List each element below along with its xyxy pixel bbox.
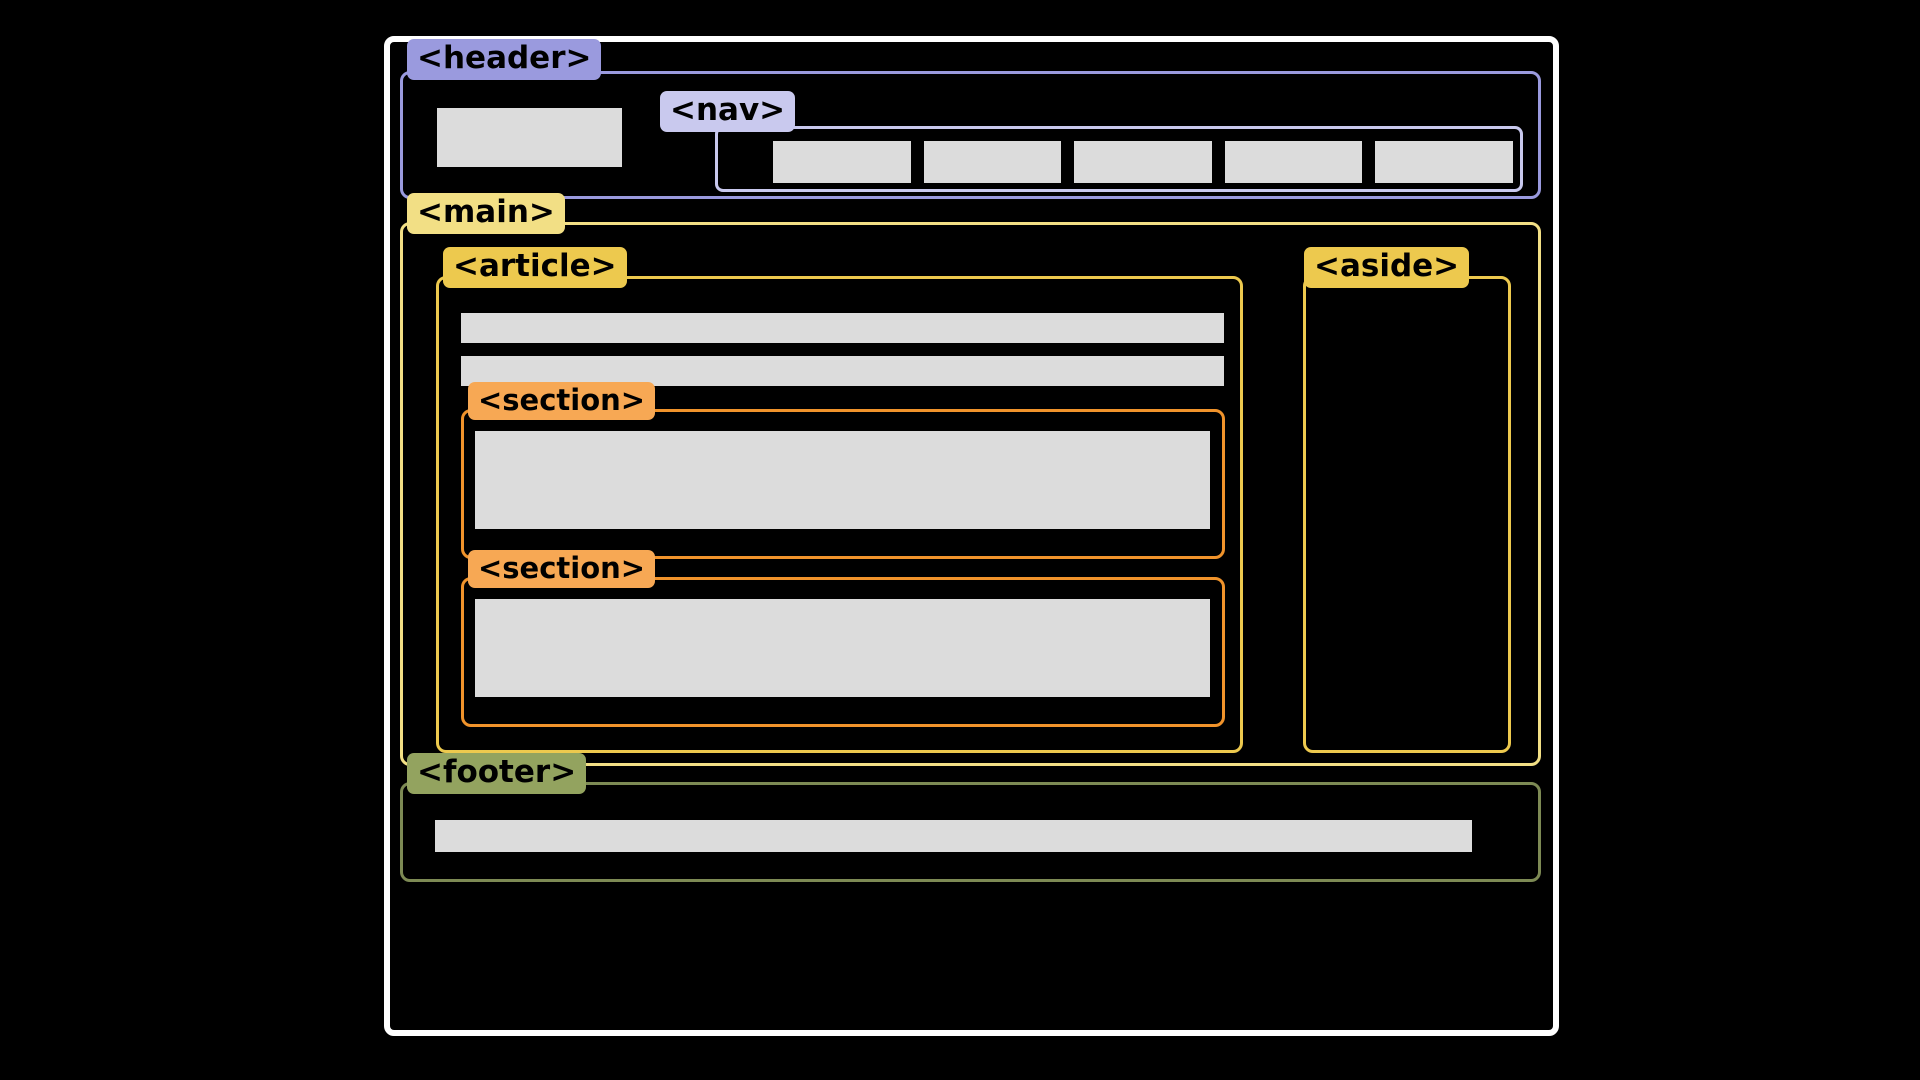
nav-item-2[interactable] [923, 141, 1062, 183]
main-tag-label: <main> [407, 193, 565, 234]
article-text-bar-2 [461, 356, 1224, 386]
nav-item-5[interactable] [1375, 141, 1513, 183]
header-logo-placeholder [437, 108, 622, 167]
footer-text-bar [435, 820, 1472, 852]
section-region-1: <section> [461, 382, 1225, 559]
article-tag-label: <article> [443, 247, 627, 288]
nav-item-list [773, 141, 1513, 183]
main-region: <main> <article> <section> <section> <as… [400, 193, 1541, 766]
section-body-placeholder-2 [475, 599, 1210, 697]
nav-item-1[interactable] [773, 141, 911, 183]
footer-region: <footer> [400, 753, 1541, 882]
nav-item-3[interactable] [1074, 141, 1212, 183]
nav-item-4[interactable] [1224, 141, 1363, 183]
section-tag-label-2: <section> [468, 550, 656, 589]
nav-region: <nav> [660, 91, 1523, 192]
article-text-bar-1 [461, 313, 1224, 343]
nav-tag-label: <nav> [660, 91, 796, 132]
aside-tag-label: <aside> [1304, 247, 1470, 288]
header-tag-label: <header> [407, 39, 602, 80]
article-region: <article> <section> <section> [436, 247, 1243, 753]
section-body-placeholder-1 [475, 431, 1210, 529]
header-region: <header> <nav> [400, 39, 1541, 199]
page-frame: <header> <nav> <main> <article> <section… [384, 36, 1559, 1036]
footer-tag-label: <footer> [407, 753, 587, 794]
section-region-2: <section> [461, 550, 1225, 727]
aside-region: <aside> [1303, 247, 1511, 753]
section-tag-label-1: <section> [468, 382, 656, 421]
